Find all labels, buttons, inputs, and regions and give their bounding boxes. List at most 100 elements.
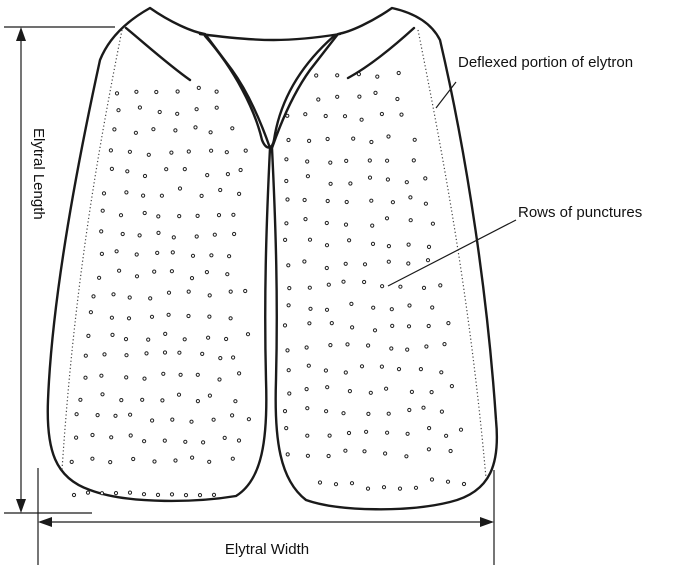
puncture-dot — [101, 393, 104, 396]
puncture-dot — [447, 322, 450, 325]
scutellum-left-edge — [205, 36, 334, 148]
puncture-dot — [286, 114, 289, 117]
puncture-dot — [304, 113, 307, 116]
puncture-dot — [288, 287, 291, 290]
puncture-dot — [84, 376, 87, 379]
puncture-dot — [195, 108, 198, 111]
puncture-dot — [397, 71, 400, 74]
puncture-dot — [149, 297, 152, 300]
puncture-dot — [387, 135, 390, 138]
width-arrow-left — [38, 517, 52, 527]
puncture-dot — [79, 398, 82, 401]
puncture-dot — [363, 263, 366, 266]
puncture-dot — [226, 173, 229, 176]
puncture-dot — [167, 313, 170, 316]
puncture-dot — [129, 434, 132, 437]
puncture-dot — [325, 410, 328, 413]
rows-label: Rows of punctures — [518, 204, 642, 221]
puncture-dot — [405, 181, 408, 184]
puncture-dot — [110, 436, 113, 439]
puncture-dot — [218, 378, 221, 381]
puncture-dot — [156, 251, 159, 254]
puncture-dot — [399, 285, 402, 288]
puncture-dot — [98, 276, 101, 279]
puncture-dot — [212, 493, 215, 496]
puncture-dot — [164, 332, 167, 335]
puncture-dot — [409, 196, 412, 199]
puncture-dot — [431, 306, 434, 309]
puncture-dot — [152, 128, 155, 131]
puncture-dot — [191, 456, 194, 459]
puncture-dot — [113, 128, 116, 131]
puncture-dot — [176, 90, 179, 93]
puncture-dot — [419, 368, 422, 371]
puncture-dot — [381, 285, 384, 288]
puncture-dot — [156, 493, 159, 496]
puncture-dot — [201, 352, 204, 355]
puncture-dot — [385, 217, 388, 220]
puncture-dot — [367, 412, 370, 415]
puncture-dot — [238, 192, 241, 195]
puncture-dot — [208, 315, 211, 318]
puncture-dot — [371, 224, 374, 227]
puncture-dot — [234, 400, 237, 403]
puncture-dot — [163, 351, 166, 354]
puncture-dot — [197, 86, 200, 89]
puncture-dot — [198, 494, 201, 497]
puncture-dot — [306, 454, 309, 457]
puncture-dot — [386, 431, 389, 434]
puncture-dot — [422, 286, 425, 289]
puncture-dot — [109, 461, 112, 464]
puncture-dot — [114, 414, 117, 417]
puncture-dot — [143, 377, 146, 380]
puncture-dot — [348, 390, 351, 393]
puncture-dot — [172, 236, 175, 239]
puncture-dot — [325, 244, 328, 247]
puncture-dot — [184, 440, 187, 443]
puncture-dot — [306, 160, 309, 163]
puncture-dot — [449, 449, 452, 452]
puncture-dot — [387, 412, 390, 415]
puncture-dot — [326, 137, 329, 140]
puncture-dot — [315, 74, 318, 77]
puncture-dot — [357, 73, 360, 76]
puncture-dot — [329, 182, 332, 185]
puncture-dot — [226, 273, 229, 276]
puncture-dot — [358, 95, 361, 98]
puncture-dot — [328, 434, 331, 437]
puncture-dot — [308, 238, 311, 241]
puncture-dot — [318, 481, 321, 484]
puncture-dot — [111, 333, 114, 336]
puncture-dot — [138, 106, 141, 109]
puncture-dot — [247, 418, 250, 421]
puncture-dot — [162, 372, 165, 375]
puncture-dot — [443, 343, 446, 346]
puncture-dot — [87, 334, 90, 337]
puncture-dot — [231, 127, 234, 130]
puncture-dot — [178, 215, 181, 218]
puncture-dot — [305, 388, 308, 391]
puncture-dot — [306, 407, 309, 410]
puncture-dot — [427, 324, 430, 327]
puncture-dot — [219, 188, 222, 191]
puncture-dot — [396, 97, 399, 100]
puncture-dot — [350, 482, 353, 485]
puncture-dot — [110, 167, 113, 170]
puncture-dot — [370, 199, 373, 202]
puncture-dot — [428, 427, 431, 430]
puncture-dot — [196, 400, 199, 403]
puncture-dot — [285, 158, 288, 161]
puncture-dot — [153, 270, 156, 273]
puncture-dot — [196, 214, 199, 217]
puncture-dot — [217, 214, 220, 217]
puncture-dot — [157, 215, 160, 218]
puncture-dot — [170, 493, 173, 496]
puncture-dot — [427, 448, 430, 451]
puncture-dot — [118, 269, 121, 272]
puncture-dot — [102, 192, 105, 195]
puncture-dot — [386, 159, 389, 162]
puncture-dot — [208, 460, 211, 463]
puncture-dot — [440, 410, 443, 413]
puncture-dot — [109, 149, 112, 152]
puncture-dot — [368, 176, 371, 179]
